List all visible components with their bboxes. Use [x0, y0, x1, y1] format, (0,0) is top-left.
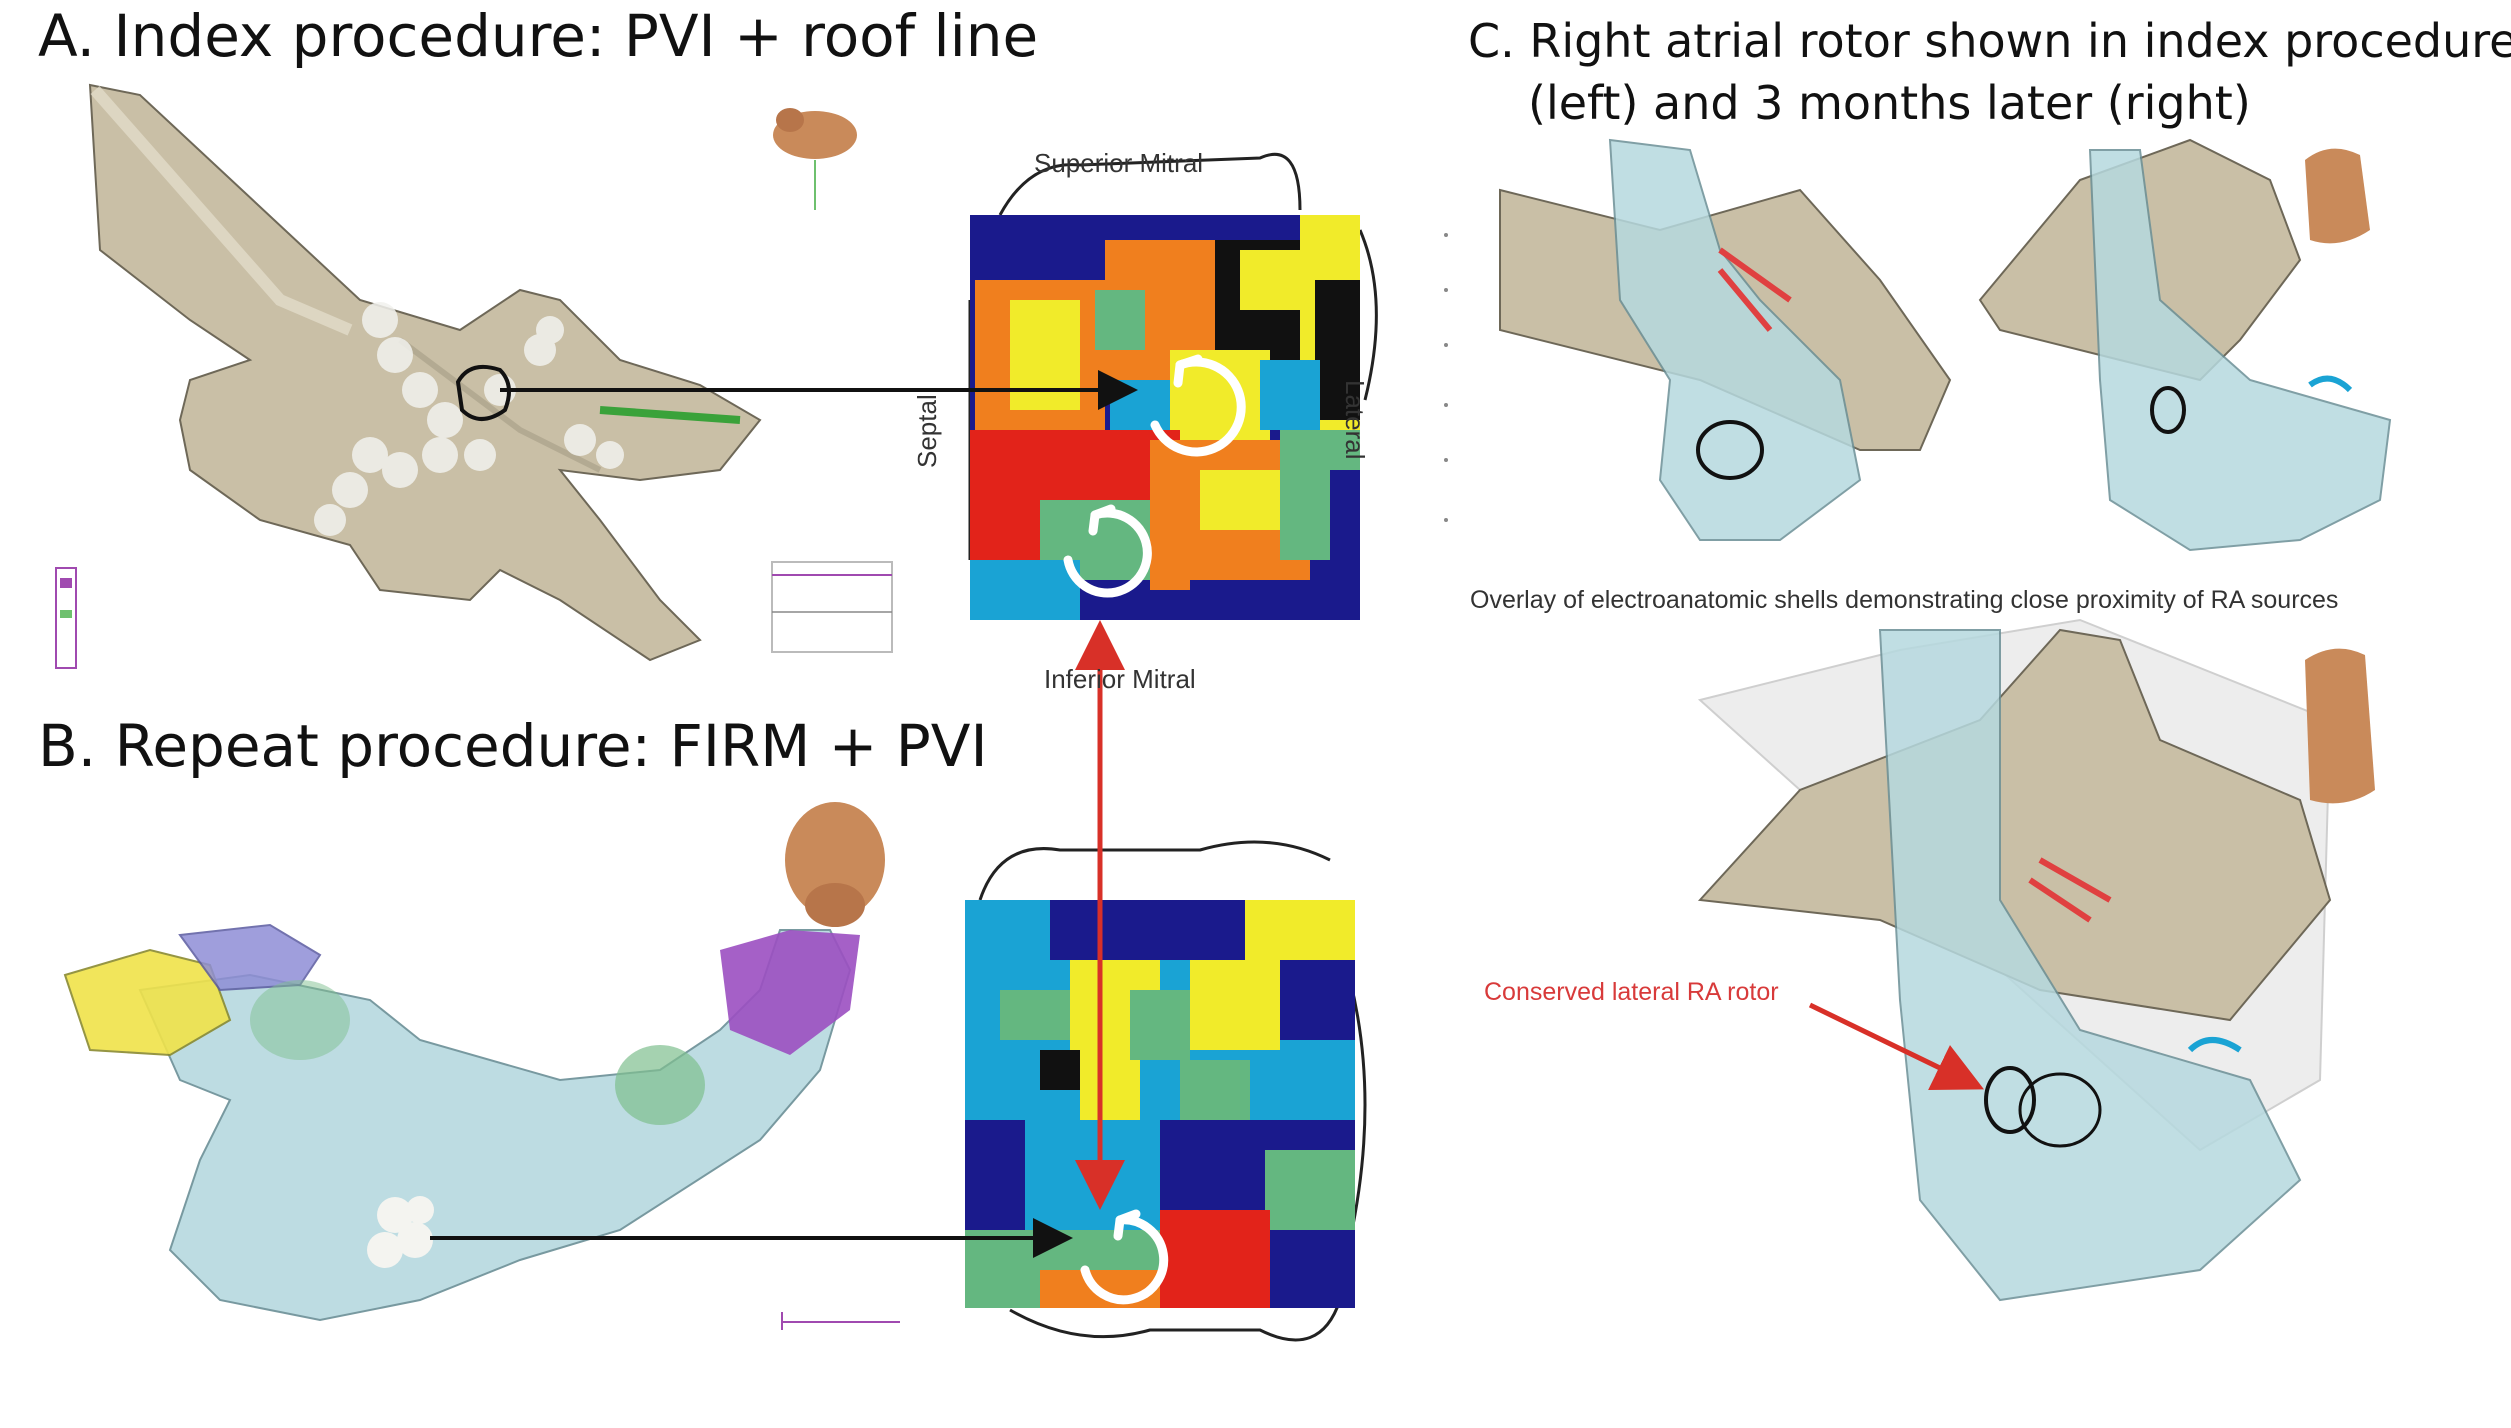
superior-mitral-label: Superior Mitral	[1034, 148, 1204, 178]
panel-b-lesion-markers	[367, 1196, 434, 1268]
panel-b-scale-bar	[781, 1312, 900, 1330]
orientation-head-icon	[773, 108, 857, 210]
firm-map-a	[968, 152, 1378, 620]
rotor-caption: Conserved lateral RA rotor	[1484, 978, 1779, 1006]
rotor-rotation-icon	[1063, 354, 1246, 598]
panel-a-title: A. Index procedure: PVI + roof line	[38, 2, 1039, 70]
panel-c-title-line1: C. Right atrial rotor shown in index pro…	[1468, 14, 2511, 68]
septal-label: Septal	[912, 394, 942, 468]
panel-b-title: B. Repeat procedure: FIRM + PVI	[38, 712, 988, 780]
inferior-mitral-label: Inferior Mitral	[1044, 664, 1196, 694]
panel-c-right-shell	[1978, 138, 2392, 552]
lateral-label: Lateral	[1340, 380, 1370, 460]
panel-c-overlay-shell	[1697, 618, 2332, 1302]
panel-a-legend-swatches	[55, 561, 893, 669]
panel-c-axis-ticks	[1444, 233, 1448, 522]
rotor-pointer-arrow	[1808, 1002, 1984, 1091]
panel-a-atrial-shell	[88, 83, 762, 662]
overlay-caption: Overlay of electroanatomic shells demons…	[1470, 586, 2339, 614]
ablation-lesion-markers	[314, 302, 624, 536]
orientation-head-c-top	[2305, 148, 2370, 244]
panel-c-left-shell	[1499, 138, 1952, 541]
panel-c-title-line2: (left) and 3 months later (right)	[1528, 76, 2251, 130]
orientation-head-b	[785, 802, 885, 927]
rotor-rotation-icon-b	[1080, 1209, 1169, 1305]
orientation-head-c-bottom	[2305, 648, 2375, 804]
panel-b-atrial-shell	[63, 923, 860, 1322]
